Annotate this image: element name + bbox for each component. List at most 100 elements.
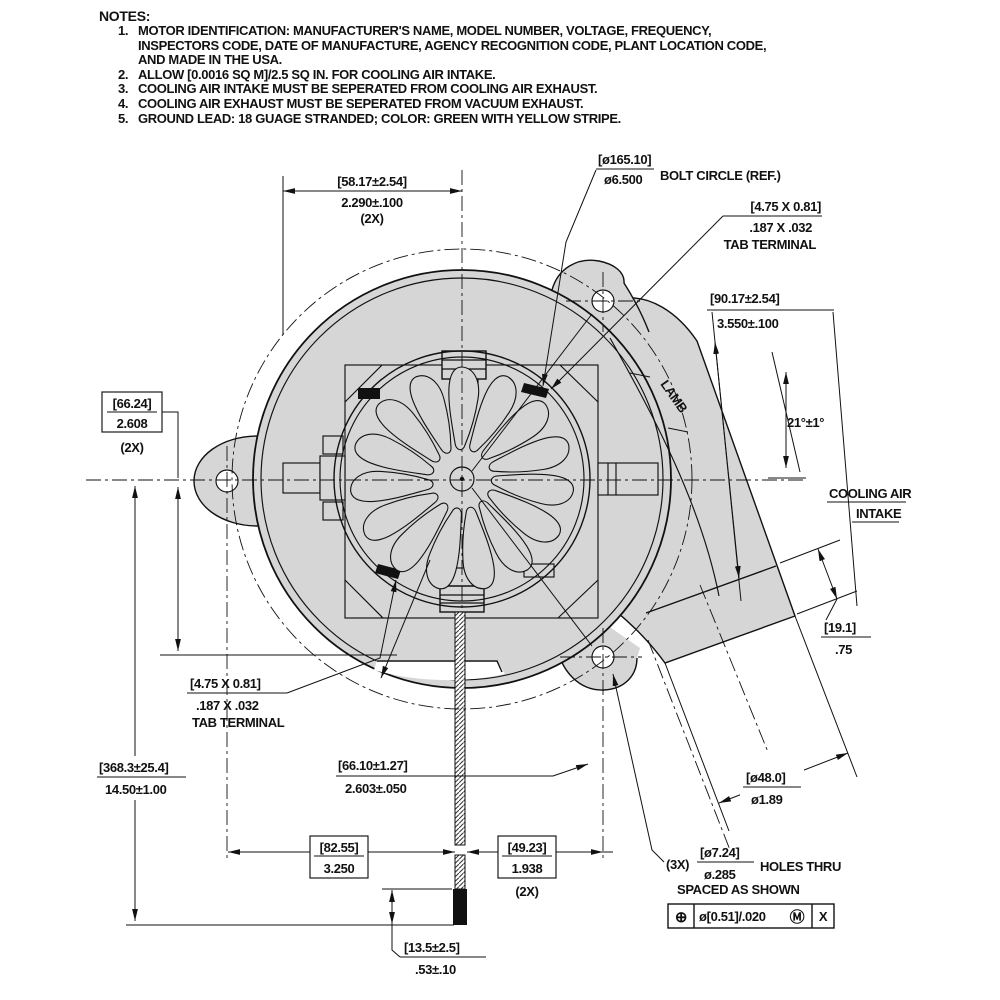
notes-title: NOTES: [99, 8, 151, 24]
dim-inch: .187 X .032 [196, 698, 259, 713]
top-ear-outline [551, 259, 650, 333]
motor-axis-centerlines [647, 584, 769, 851]
fcf-position-symbol: ⊕ [675, 909, 687, 926]
dim-inch: .75 [835, 642, 852, 657]
radial-lines [471, 313, 593, 647]
box-dim-3250 [309, 835, 369, 879]
tab-terminal-top-part [521, 383, 549, 398]
note-item: 3. COOLING AIR INTAKE MUST BE SEPERATED … [99, 82, 799, 97]
lead-wire-lower [454, 854, 466, 890]
leader [336, 763, 589, 777]
dim-qty: (2X) [515, 884, 538, 899]
dim-line [713, 341, 741, 579]
label-bg [740, 766, 804, 810]
housing-flat-edge [377, 660, 503, 673]
dim-inch: 3.250 [324, 861, 355, 876]
dimension-graphics [126, 168, 906, 958]
ext-lines [779, 539, 858, 615]
volute-curve [609, 337, 720, 597]
note-item: 5. GROUND LEAD: 18 GUAGE STRANDED; COLOR… [99, 110, 799, 127]
dim-label: TAB TERMINAL [724, 237, 817, 252]
dim-qty: (2X) [120, 440, 143, 455]
note-number: 2. [118, 66, 129, 82]
dim-qty: (2X) [360, 211, 383, 226]
holes-label1: HOLES THRU [760, 859, 841, 874]
bottom-ear-crosshair [560, 628, 642, 860]
note-text: COOLING AIR INTAKE MUST BE SEPERATED FRO… [138, 81, 598, 97]
ext-lines [664, 615, 858, 832]
dim-inch: .53±.10 [415, 962, 456, 977]
dim-metric: [13.5±2.5] [404, 940, 460, 955]
dim-metric: [4.75 X 0.81] [190, 676, 261, 691]
holes-qty: (3X) [666, 857, 689, 872]
leader-holes [612, 673, 665, 863]
cooling-underlines [827, 501, 906, 523]
fcf-tolerance: ø[0.51]/.020 [699, 909, 766, 924]
note-number: 5. [118, 110, 129, 126]
box-dim-1938 [497, 835, 557, 879]
cooling-fan [333, 350, 591, 608]
label-boxes [96, 391, 835, 929]
holes-label2: SPACED AS SHOWN [677, 882, 800, 897]
note-text: ALLOW [0.0016 SQ M]/2.5 SQ IN. FOR COOLI… [138, 66, 496, 82]
dim-metric: [90.17±2.54] [710, 291, 779, 306]
note-number: 3. [118, 81, 129, 97]
notes-block: NOTES: 1. MOTOR IDENTIFICATION: MANUFACT… [99, 8, 799, 126]
dim-metric: [82.55] [320, 840, 359, 855]
leader-tab-top [550, 215, 724, 390]
dim-label: BOLT CIRCLE (REF.) [660, 168, 781, 183]
radial-arrow-bottom-left [380, 559, 431, 679]
dim-inch: 1.938 [512, 861, 543, 876]
dim-metric: [368.3±25.4] [99, 760, 168, 775]
dim-metric: [66.24] [113, 396, 152, 411]
leader [162, 411, 179, 478]
left-ear-outline [193, 435, 259, 527]
fcf-material-modifier: Ⓜ [790, 908, 805, 926]
brand-ticks [629, 372, 689, 433]
note-text: MOTOR IDENTIFICATION: MANUFACTURER'S NAM… [138, 23, 767, 68]
cooling-air-line2: INTAKE [856, 506, 902, 521]
fan-blades [350, 366, 574, 590]
tab-terminal-bottom-part [375, 564, 401, 579]
left-clip-upper [322, 435, 344, 455]
dim-metric: [19.1] [824, 620, 856, 635]
dim-inch: 14.50±1.00 [105, 782, 167, 797]
lead-wire-upper [454, 611, 466, 846]
dim-metric: [49.23] [508, 840, 547, 855]
fcf-datum: X [819, 909, 828, 924]
note-number: 1. [118, 23, 129, 38]
bolt-circle-centerline [231, 248, 693, 710]
bottom-ear-outline [555, 640, 638, 691]
housing-flat-cut [374, 660, 505, 681]
dimension-texts: [58.17±2.54] 2.290±.100 (2X) [ø165.10] ø… [99, 152, 913, 977]
note-text: GROUND LEAD: 18 GUAGE STRANDED; COLOR: G… [138, 110, 621, 126]
dim-metric: [66.10±1.27] [338, 758, 407, 773]
dim-inch: 2.603±.050 [345, 781, 407, 796]
holes-inch: ø.285 [704, 867, 736, 882]
dim-line [817, 548, 838, 600]
lead-wire-stripped-end [453, 889, 467, 925]
note-text: COOLING AIR EXHAUST MUST BE SEPERATED FR… [138, 95, 584, 111]
ext-lines [126, 888, 454, 926]
label-bg [96, 756, 188, 800]
dim-inch: 3.550±.100 [717, 316, 779, 331]
note-item: 2. ALLOW [0.0016 SQ M]/2.5 SQ IN. FOR CO… [99, 66, 799, 83]
cooling-air-line1: COOLING AIR [829, 486, 912, 501]
dim-metric: [4.75 X 0.81] [750, 199, 821, 214]
centerlines [86, 170, 806, 862]
leader-tab-bottom [286, 579, 397, 694]
top-ear-crosshair [566, 272, 644, 332]
leader [825, 598, 838, 621]
note-item: 4. COOLING AIR EXHAUST MUST BE SEPERATED… [99, 95, 799, 112]
note-item: 1. MOTOR IDENTIFICATION: MANUFACTURER'S … [99, 23, 799, 68]
left-stud [282, 462, 321, 494]
dim-metric: [ø165.10] [598, 152, 651, 167]
fcf-dividers [693, 904, 813, 928]
dim-metric: [ø48.0] [746, 770, 785, 785]
dim-inch: ø1.89 [751, 792, 783, 807]
right-stud [597, 462, 659, 496]
fcf-frame [667, 903, 835, 929]
holes-metric: [ø7.24] [700, 845, 739, 860]
